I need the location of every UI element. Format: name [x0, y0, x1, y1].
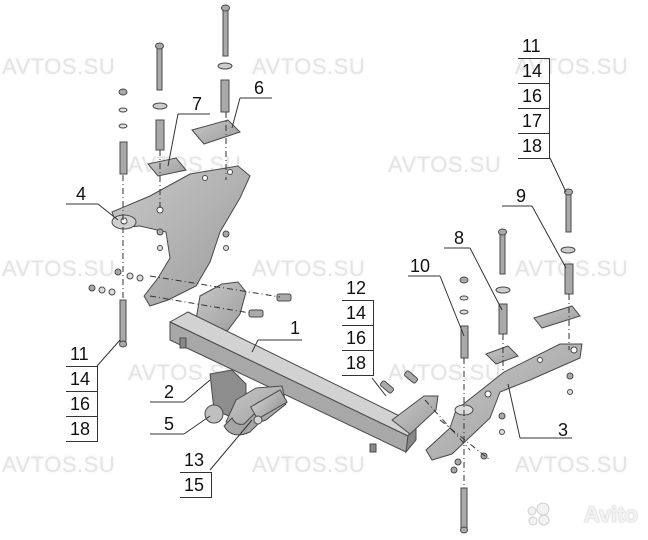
callout-1: 1 — [290, 318, 301, 338]
stack-right-item: 18 — [518, 134, 550, 159]
stack-left-item: 11 — [66, 342, 98, 367]
bolts-and-spacers — [88, 4, 576, 534]
avito-logo-text: Avito — [583, 502, 638, 527]
callout-9: 9 — [516, 186, 527, 206]
stack-left-item: 18 — [66, 417, 98, 442]
stack-bottom-item: 15 — [180, 473, 212, 498]
stack-right-item: 17 — [518, 109, 550, 134]
tow-ball-mount-parts-2-5 — [204, 369, 288, 436]
callout-stack-middle: 12 14 16 18 — [342, 276, 374, 376]
avito-logo-icon — [527, 502, 550, 526]
stack-right-item: 14 — [518, 59, 550, 84]
callout-10: 10 — [410, 256, 431, 276]
callout-2: 2 — [164, 382, 175, 402]
stack-middle-item: 16 — [342, 326, 374, 351]
stack-right-item: 11 — [518, 34, 550, 59]
plate-part-6 — [191, 119, 241, 145]
callout-8: 8 — [454, 228, 465, 248]
stack-divider — [549, 58, 550, 159]
stack-bottom-item: 13 — [180, 448, 212, 473]
leader-lines — [66, 97, 572, 471]
stack-divider — [211, 472, 212, 498]
stack-left-item: 14 — [66, 367, 98, 392]
callout-stack-bottom: 13 15 — [180, 448, 212, 498]
plate-part-9 — [533, 305, 581, 329]
crossbar-end-plate — [391, 395, 439, 435]
stack-middle-item: 18 — [342, 351, 374, 376]
callout-7: 7 — [192, 94, 203, 114]
stack-divider — [97, 366, 98, 442]
callout-4: 4 — [76, 184, 87, 204]
stack-middle-item: 14 — [342, 301, 374, 326]
callout-6: 6 — [254, 78, 265, 98]
plate-part-7 — [147, 157, 187, 177]
center-lines — [122, 112, 570, 488]
stack-right-item: 16 — [518, 84, 550, 109]
callout-stack-right: 11 14 16 17 18 — [518, 34, 550, 159]
callout-stack-left: 11 14 16 18 — [66, 342, 98, 442]
callout-5: 5 — [164, 414, 175, 434]
callout-3: 3 — [558, 420, 569, 440]
plate-part-8 — [485, 345, 519, 365]
stack-left-item: 16 — [66, 392, 98, 417]
stack-divider — [373, 300, 374, 376]
stack-middle-item: 12 — [342, 276, 374, 301]
